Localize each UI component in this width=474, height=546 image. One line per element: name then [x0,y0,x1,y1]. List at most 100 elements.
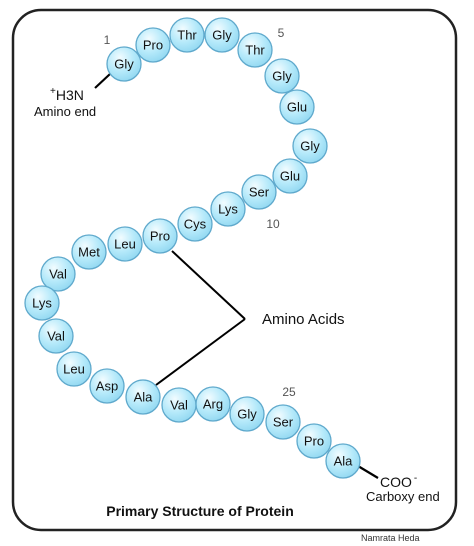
residue-23-arg: Arg [195,386,231,422]
position-number-5: 5 [278,26,285,40]
amino-end-formula: +H3N [50,86,84,103]
residue-bead [279,89,315,125]
residue-5-thr: Thr [237,32,273,68]
residue-label: Ala [334,454,354,469]
residue-bead [142,218,178,254]
residue-bead [204,17,240,53]
residue-bead [24,285,60,321]
diagram-title: Primary Structure of Protein [106,503,294,519]
residue-bead [210,191,246,227]
position-number-1: 1 [104,33,111,47]
amino-end-bond [94,73,111,89]
residue-label: Ser [249,185,270,200]
residue-12-cys: Cys [177,206,213,242]
carboxy-end-label: Carboxy end [366,489,440,504]
residue-label: Val [49,267,67,282]
residue-label: Leu [114,237,136,252]
amino-end-label: Amino end [34,104,96,119]
residue-bead [195,386,231,422]
residue-bead [56,351,92,387]
carboxy-end-formula: COO- [380,473,417,490]
residue-6-gly: Gly [264,58,300,94]
residue-20-asp: Asp [89,368,125,404]
residue-label: Thr [245,43,265,58]
residue-18-val: Val [38,318,74,354]
residue-label: Pro [304,434,324,449]
residue-bead [40,256,76,292]
amino-end-group: H3N [56,87,84,103]
residue-label: Gly [212,28,232,43]
residue-bead [265,404,301,440]
residue-label: Gly [114,57,134,72]
residue-label: Lys [32,296,52,311]
residue-label: Cys [184,217,207,232]
residue-13-pro: Pro [142,218,178,254]
residue-label: Val [170,398,188,413]
residue-bead [169,17,205,53]
residue-label: Pro [143,38,163,53]
residue-25-ser: Ser [265,404,301,440]
residue-10-ser: Ser [241,174,277,210]
residue-9-glu: Glu [272,158,308,194]
residue-15-met: Met [71,234,107,270]
residue-bead [125,379,161,415]
author-credit: Namrata Heda [361,533,420,543]
residue-label: Asp [96,379,118,394]
position-number-25: 25 [282,385,296,399]
residue-bead [264,58,300,94]
residue-16-val: Val [40,256,76,292]
residue-bead [292,128,328,164]
residue-label: Ala [134,390,154,405]
residue-bead [38,318,74,354]
amino-acids-label: Amino Acids [262,311,345,328]
residue-27-ala: Ala [325,443,361,479]
residue-bead [71,234,107,270]
position-number-10: 10 [266,217,280,231]
residue-2-pro: Pro [135,27,171,63]
residue-26-pro: Pro [296,423,332,459]
residue-label: Glu [280,169,300,184]
residue-bead [241,174,277,210]
residue-label: Leu [63,362,85,377]
residue-bead [296,423,332,459]
residue-label: Met [78,245,100,260]
residue-7-glu: Glu [279,89,315,125]
carboxy-end-charge: - [414,473,417,484]
residue-label: Val [47,329,65,344]
residue-bead [272,158,308,194]
residue-22-val: Val [161,387,197,423]
residue-11-lys: Lys [210,191,246,227]
residue-label: Gly [237,407,257,422]
residue-8-gly: Gly [292,128,328,164]
diagram-frame [11,8,458,532]
residue-3-thr: Thr [169,17,205,53]
residue-14-leu: Leu [107,226,143,262]
amino-end-charge: + [50,86,56,97]
callout-line-lower [155,318,246,386]
residue-24-gly: Gly [229,396,265,432]
residue-bead [177,206,213,242]
residue-label: Ser [273,415,294,430]
residue-bead [89,368,125,404]
residue-label: Pro [150,229,170,244]
residue-bead [135,27,171,63]
residue-17-lys: Lys [24,285,60,321]
residue-bead [107,226,143,262]
residue-bead [237,32,273,68]
residue-21-ala: Ala [125,379,161,415]
residue-label: Gly [300,139,320,154]
residue-bead [229,396,265,432]
residue-bead [106,46,142,82]
residue-label: Lys [218,202,238,217]
residue-4-gly: Gly [204,17,240,53]
residue-label: Glu [287,100,307,115]
carboxy-end-bond [357,465,379,479]
residue-1-gly: Gly [106,46,142,82]
callout-line-upper [171,250,246,320]
residue-19-leu: Leu [56,351,92,387]
residue-label: Arg [203,397,223,412]
residue-bead [325,443,361,479]
residue-label: Thr [177,28,197,43]
